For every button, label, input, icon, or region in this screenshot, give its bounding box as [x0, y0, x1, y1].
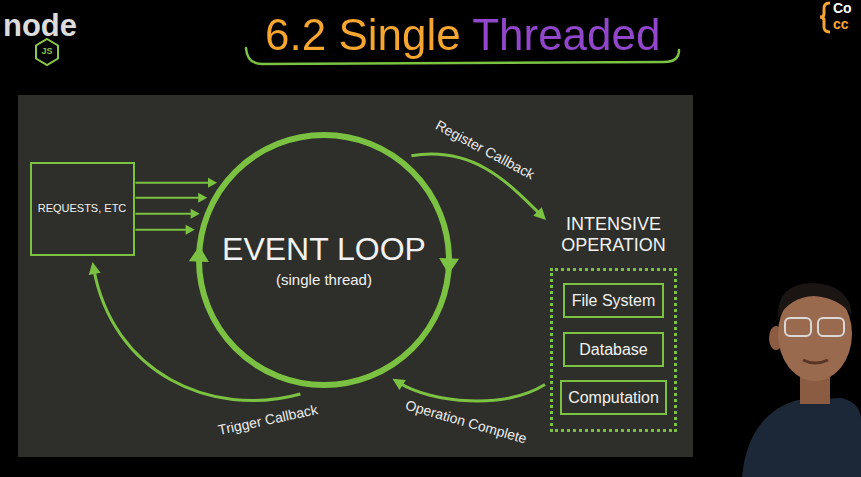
node-text: (single thread)	[276, 271, 372, 288]
edge-label: Register Callback	[433, 117, 538, 183]
connector	[136, 193, 208, 203]
connector-line	[136, 229, 190, 231]
node-text: REQUESTS, ETC	[38, 202, 127, 215]
arrowhead	[191, 209, 200, 219]
presenter-mouth	[803, 360, 828, 363]
arrowhead	[89, 262, 101, 275]
brand-text: Co	[833, 1, 852, 16]
connector-line	[136, 182, 212, 184]
arrowhead	[533, 207, 546, 220]
operation-group: INTENSIVE OPERATION File SystemDatabaseCo…	[550, 206, 677, 432]
event-loop-circle: EVENT LOOP (single thread)	[195, 131, 453, 389]
connector-line	[94, 269, 301, 400]
presenter-hair	[778, 283, 852, 318]
arrowhead	[186, 225, 195, 235]
logo-badge: JS	[41, 47, 52, 57]
requests-box: REQUESTS, ETC	[30, 162, 135, 256]
presenter-body	[742, 398, 861, 477]
loop-arrowhead	[189, 246, 209, 262]
loop-circle	[199, 135, 449, 385]
brand-text: cc	[833, 17, 849, 32]
arrowhead	[198, 193, 207, 203]
operation-box: Computation	[560, 380, 667, 415]
presenter	[742, 283, 861, 477]
loop-arrowhead	[439, 258, 459, 274]
presenter-glasses	[785, 318, 811, 336]
node-text: EVENT LOOP	[222, 231, 426, 268]
node-text: Database	[579, 340, 648, 359]
title-text: 6.2 Single Threaded	[265, 10, 660, 61]
arrowhead	[393, 379, 406, 390]
connector	[89, 262, 301, 401]
node-text: File System	[572, 291, 656, 310]
brand-brace	[820, 3, 830, 32]
connector	[136, 178, 217, 188]
presenter-glasses	[818, 318, 844, 336]
diagram-panel	[18, 95, 693, 457]
connector-line	[136, 197, 202, 199]
operation-box: Database	[563, 332, 664, 367]
connector-line	[136, 213, 195, 215]
operation-box: File System	[563, 283, 664, 318]
connector	[393, 379, 546, 401]
connector	[136, 209, 200, 219]
connector	[136, 225, 195, 235]
logo-wordmark: node	[3, 9, 77, 43]
arrowhead	[208, 178, 217, 188]
node-text: Computation	[568, 388, 659, 407]
connector-line	[399, 382, 545, 400]
node-text: INTENSIVE OPERATION	[550, 214, 677, 255]
edge-label: Operation Complete	[403, 397, 528, 448]
edge-label: Trigger Callback	[217, 401, 320, 439]
